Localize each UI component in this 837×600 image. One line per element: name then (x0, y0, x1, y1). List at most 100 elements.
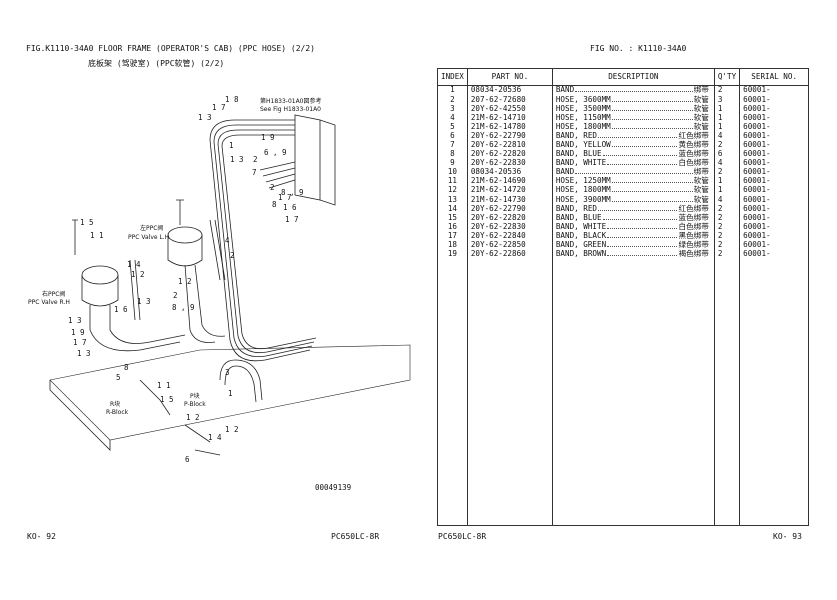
svg-text:1 3: 1 3 (68, 316, 82, 325)
svg-text:1 2: 1 2 (225, 425, 239, 434)
svg-text:2: 2 (230, 251, 235, 260)
serial-cell: 60001- (739, 213, 810, 223)
qty-cell: 1 (714, 113, 741, 123)
filler-cell (467, 258, 553, 526)
index-cell: 12 (437, 186, 468, 196)
description-en: BAND, BROWN (555, 249, 607, 259)
table-header-row: INDEX PART NO. DESCRIPTION Q'TY SERIAL N… (437, 68, 810, 86)
svg-text:1 3: 1 3 (230, 155, 244, 164)
svg-text:1 4: 1 4 (127, 260, 141, 269)
qty-cell: 1 (714, 122, 741, 132)
serial-cell: 60001- (739, 249, 810, 259)
part-no-cell: 20Y-62-22860 (467, 249, 553, 259)
description-en: BAND (555, 167, 575, 177)
description-cn: 白色绑带 (678, 221, 709, 231)
serial-cell: 60001- (739, 231, 810, 241)
part-no-cell: 20Y-62-22840 (467, 231, 553, 241)
svg-text:3: 3 (225, 368, 230, 377)
figure-number: FIG NO. : K1110-34A0 (590, 44, 687, 53)
serial-cell: 60001- (739, 168, 810, 177)
table-filler-row (437, 258, 810, 526)
pblock-cn-label: P块 (190, 392, 200, 400)
serial-cell: 60001- (739, 85, 810, 96)
leader-dots (611, 96, 693, 102)
svg-text:1 9: 1 9 (71, 328, 85, 337)
description-en: BAND, BLUE (555, 149, 602, 159)
svg-text:6 , 9: 6 , 9 (264, 148, 287, 157)
filler-cell (437, 258, 468, 526)
leader-dots (607, 250, 678, 257)
svg-text:1 3: 1 3 (137, 297, 151, 306)
index-cell: 13 (437, 195, 468, 205)
description-cn: 蓝色绑带 (678, 212, 709, 222)
serial-cell: 60001- (739, 131, 810, 141)
part-no-cell: 21M-62-14730 (467, 195, 553, 205)
qty-cell: 1 (714, 177, 741, 187)
svg-text:1 6: 1 6 (283, 203, 297, 212)
index-cell: 14 (437, 204, 468, 214)
description-en: BAND, YELLOW (555, 140, 611, 149)
svg-text:1 4: 1 4 (208, 433, 222, 442)
part-no-cell: 08034-20536 (467, 168, 553, 177)
description-en: BAND, WHITE (555, 158, 607, 168)
serial-cell: 60001- (739, 240, 810, 250)
filler-cell (714, 258, 741, 526)
description-en: HOSE, 1150MM (555, 112, 611, 122)
part-no-cell: 20Y-62-42550 (467, 104, 553, 114)
drawing-number: 00049139 (315, 483, 352, 492)
valve-rh-cn-label: 右PPC阀 (42, 290, 65, 298)
part-no-cell: 20Y-62-22830 (467, 159, 553, 168)
leader-dots (598, 132, 678, 138)
index-cell: 15 (437, 213, 468, 223)
filler-cell (552, 258, 715, 526)
rblock-cn-label: R块 (110, 400, 120, 408)
valve-rh-en-label: PPC Valve R.H (28, 299, 70, 306)
valve-lh-cn-label: 左PPC阀 (140, 224, 163, 232)
parts-table: INDEX PART NO. DESCRIPTION Q'TY SERIAL N… (437, 68, 810, 526)
index-cell: 18 (437, 240, 468, 250)
index-cell: 2 (437, 95, 468, 105)
part-no-cell: 20Y-62-22820 (467, 149, 553, 159)
index-cell: 16 (437, 222, 468, 232)
serial-cell: 60001- (739, 149, 810, 159)
description-en: BAND, RED (555, 203, 598, 213)
serial-cell: 60001- (739, 204, 810, 214)
description-cn: 软管 (693, 185, 709, 195)
right-model-name: PC650LC-8R (438, 532, 487, 541)
header-qty: Q'TY (713, 68, 741, 86)
header-index: INDEX (437, 68, 468, 86)
left-page-number: KO- 92 (27, 532, 56, 541)
valve-lh-en-label: PPC Valve L.H (128, 234, 169, 241)
pblock-en-label: P-Block (184, 401, 206, 408)
qty-cell: 4 (714, 195, 741, 205)
svg-text:6: 6 (185, 455, 190, 464)
description-cn: 绿色绑带 (678, 240, 709, 250)
svg-text:1 7: 1 7 (285, 215, 299, 224)
description-en: HOSE, 1800MM (555, 121, 611, 131)
qty-cell: 1 (714, 104, 741, 114)
leader-dots (607, 223, 678, 229)
ref-note-en: See Fig H1833-01A0 (260, 106, 321, 113)
qty-cell: 2 (714, 222, 741, 232)
left-model-name: PC650LC-8R (331, 532, 380, 541)
index-cell: 19 (437, 249, 468, 259)
leader-dots (611, 123, 693, 129)
figure-subtitle: 底板架 (驾驶室) (PPC软管) (2/2) (88, 59, 225, 68)
